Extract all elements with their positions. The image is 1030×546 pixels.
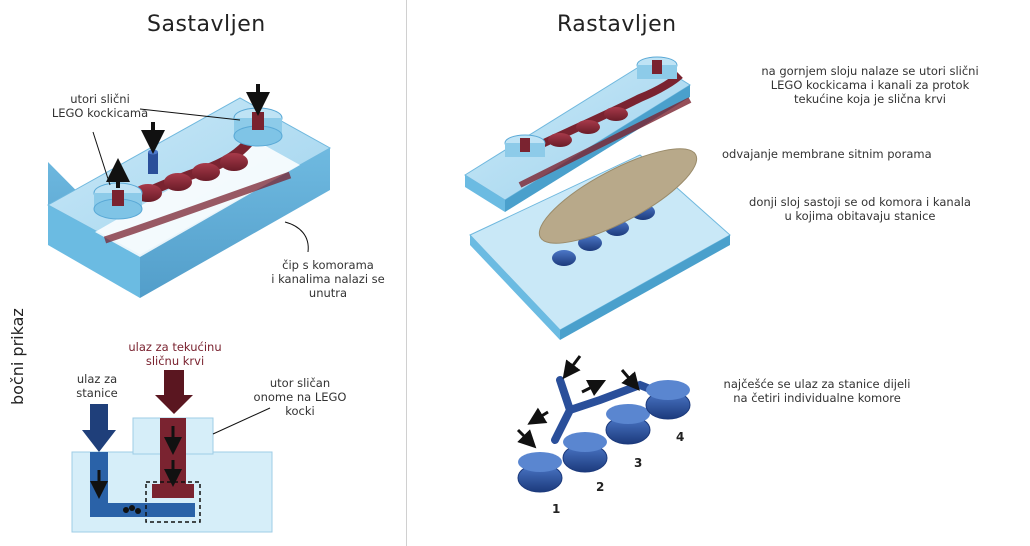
chamber-number-1: 1: [552, 502, 561, 516]
label-membrane: odvajanje membrane sitnim porama: [722, 147, 982, 161]
label-line: odvajanje membrane sitnim porama: [722, 147, 932, 161]
four-chamber-diagram: [516, 355, 691, 493]
label-line: ulaz za: [76, 372, 118, 386]
chamber-number-4: 4: [676, 430, 685, 444]
label-line: sličnu krvi: [145, 354, 205, 368]
label-top-layer: na gornjem sloju nalaze se utori slični …: [745, 64, 995, 106]
label-cell-inlet: ulaz za stanice: [62, 372, 132, 400]
label-line: unutra: [308, 286, 348, 300]
label-line: tekućine koja je slična krvi: [794, 92, 946, 106]
label-line: stanice: [76, 386, 118, 400]
label-bottom-layer: donji sloj sastoji se od komora i kanala…: [730, 195, 990, 223]
label-line: ulaz za tekućinu: [128, 340, 222, 354]
label-line: najčešće se ulaz za stanice dijeli: [723, 377, 911, 391]
label-line: LEGO kockicama: [51, 106, 149, 120]
label-line: utori slični: [70, 92, 130, 106]
disassembled-chip: [464, 56, 731, 340]
label-chip: čip s komorama i kanalima nalazi se unut…: [258, 258, 398, 300]
label-line: na četiri individualne komore: [733, 391, 901, 405]
label-line: LEGO kockicama i kanali za protok: [770, 78, 970, 92]
label-line: i kanalima nalazi se: [271, 272, 385, 286]
title-assembled: Sastavljen: [147, 12, 266, 37]
label-line: donji sloj sastoji se od komora i kanala: [749, 195, 971, 209]
assembled-chip: [46, 84, 332, 298]
label-fluid-inlet: ulaz za tekućinu sličnu krvi: [120, 340, 230, 368]
label-line: utor sličan: [269, 376, 331, 390]
label-line: onome na LEGO: [253, 390, 347, 404]
chamber-number-2: 2: [596, 480, 605, 494]
title-disassembled: Rastavljen: [557, 12, 677, 37]
label-lego-slot-side: utor sličan onome na LEGO kocki: [240, 376, 360, 418]
side-view-diagram: [71, 370, 273, 533]
label-lego-slots: utori slični LEGO kockicama: [50, 92, 150, 120]
chamber-number-3: 3: [634, 456, 643, 470]
label-split-inlet: najčešće se ulaz za stanice dijeli na če…: [692, 377, 942, 405]
label-line: čip s komorama: [282, 258, 374, 272]
panel-divider: [406, 0, 407, 546]
label-line: kocki: [285, 404, 315, 418]
label-line: na gornjem sloju nalaze se utori slični: [761, 64, 979, 78]
label-line: u kojima obitavaju stanice: [784, 209, 936, 223]
